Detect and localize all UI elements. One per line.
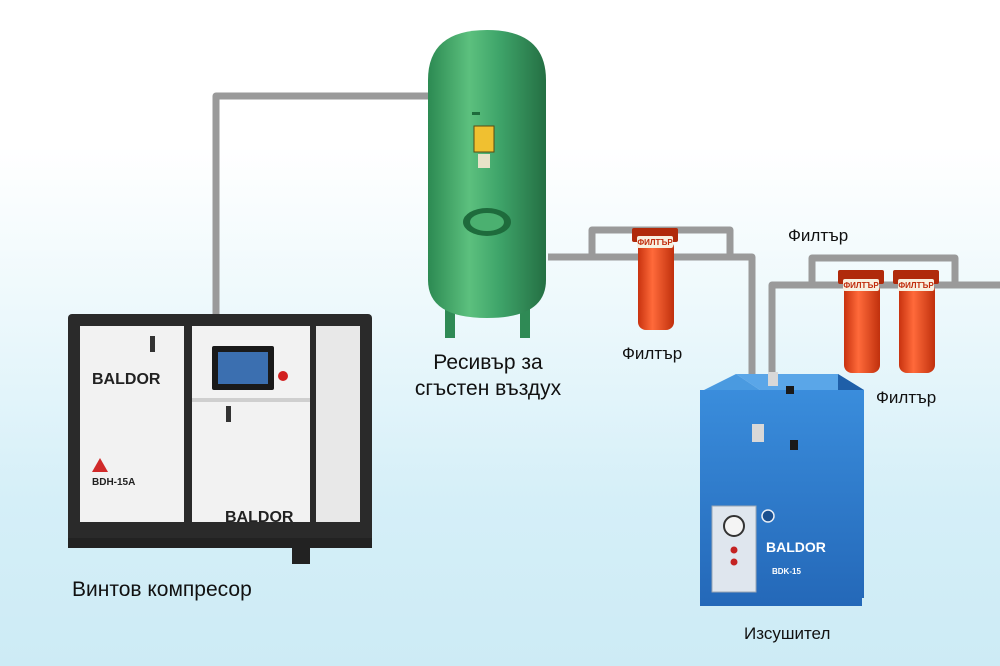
compressor-model: BDH-15A [92, 477, 135, 488]
label-compressor: Винтов компресор [72, 578, 252, 601]
compressor-logo-icon [92, 458, 108, 472]
label-filter-3: Филтър [876, 388, 937, 407]
compressor-brand-top: BALDOR [92, 371, 161, 388]
pipe-dryer-to-filters [768, 281, 1000, 380]
label-receiver-line2: сгъстен въздух [414, 377, 562, 401]
screw-compressor: BALDOR BDH-15A BALDOR [68, 314, 372, 564]
filter-unit-1: ФИЛТЪР [632, 228, 678, 330]
filter-1-badge: ФИЛТЪР [637, 238, 673, 247]
air-receiver-tank [428, 30, 546, 338]
label-receiver-line1: Ресивър за [433, 351, 543, 374]
pipe-filter23-bypass [808, 254, 959, 285]
refrigerated-dryer: BALDOR BDK-15 [700, 372, 864, 606]
label-receiver: Ресивър за сгъстен въздух [408, 350, 568, 403]
filter-2-badge: ФИЛТЪР [843, 281, 879, 290]
filter-3-badge: ФИЛТЪР [898, 281, 934, 290]
filter-unit-2: ФИЛТЪР [838, 270, 884, 373]
label-filter-1: Филтър [622, 344, 683, 363]
dryer-brand: BALDOR [766, 539, 826, 555]
label-dryer: Изсушител [744, 624, 831, 643]
pipe-compressor-to-receiver [212, 92, 440, 315]
label-filter-2: Филтър [788, 226, 849, 245]
pipe-receiver-main [548, 253, 756, 380]
compressor-brand-bottom: BALDOR [225, 509, 294, 526]
filter-unit-3: ФИЛТЪР [893, 270, 939, 373]
dryer-model: BDK-15 [772, 567, 801, 576]
